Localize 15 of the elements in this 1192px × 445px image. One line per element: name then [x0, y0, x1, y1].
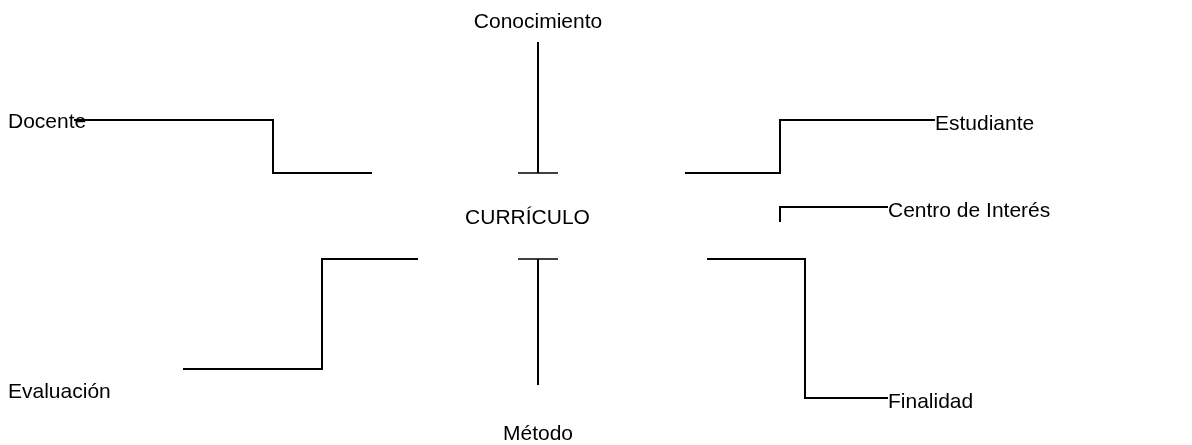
concept-label: Finalidad	[888, 389, 974, 411]
concept-label: Estudiante	[935, 111, 1035, 133]
connector-line	[684, 119, 936, 174]
concept-label: Centro de Interés	[888, 198, 1051, 220]
connector-line	[182, 258, 419, 370]
connector-line	[706, 258, 889, 399]
connector-line	[517, 258, 559, 386]
connector-line	[517, 41, 559, 174]
concept-label: Docente	[8, 109, 87, 131]
connector-line	[73, 119, 373, 174]
concept-label: Conocimiento	[473, 10, 603, 31]
concept-label: Método	[502, 422, 573, 443]
connector-line	[779, 206, 889, 223]
concept-label: Evaluación	[8, 380, 111, 401]
concept-label: CURRÍCULO	[465, 205, 590, 227]
